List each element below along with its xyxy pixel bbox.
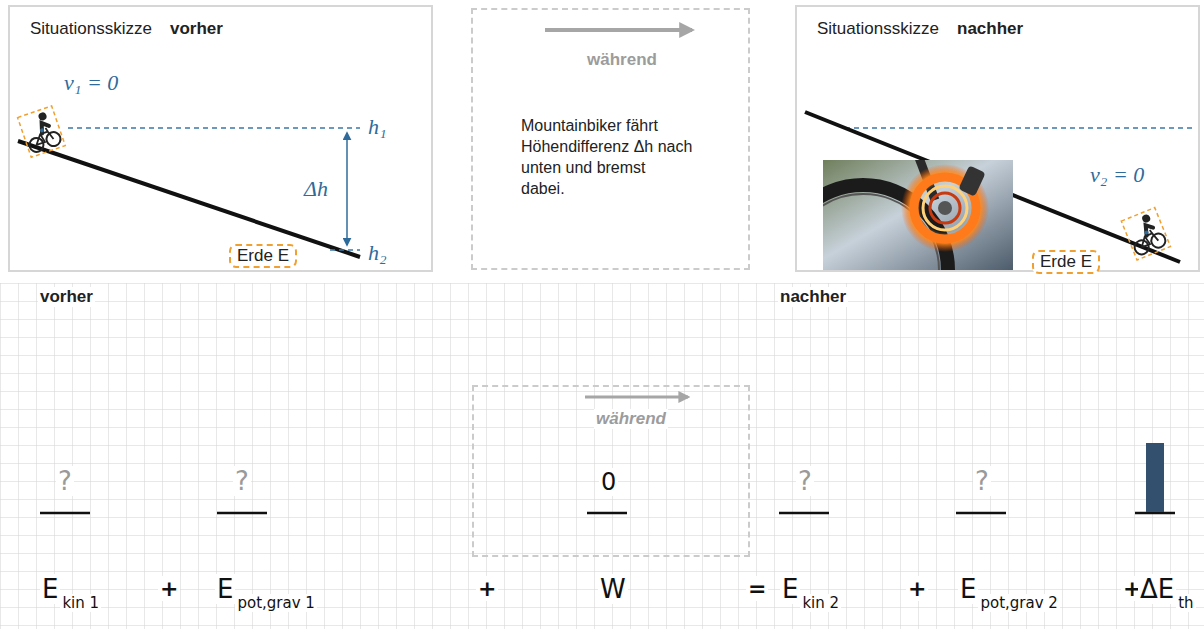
height-line — [68, 127, 360, 129]
energy-subscript: th — [1176, 594, 1195, 612]
plus-sign: + — [906, 576, 928, 601]
panel-heading: Situationsskizze — [817, 19, 939, 39]
process-heading: während — [594, 409, 668, 429]
height-label: h₁ — [368, 114, 387, 140]
equals-sign: = — [746, 576, 768, 601]
unknown-value: ? — [796, 466, 814, 496]
process-arrow — [545, 28, 692, 32]
panel-heading: Situationsskizze — [30, 19, 152, 39]
grid-paper — [0, 283, 1204, 629]
plus-sign: + — [476, 576, 498, 601]
column-heading: vorher — [38, 287, 95, 307]
energy-subscript: pot,grav 1 — [235, 594, 316, 612]
answer-lines — [40, 512, 1175, 515]
work-symbol: W — [598, 574, 628, 604]
energy-subscript: kin 2 — [800, 594, 841, 612]
process-description: Mountainbiker fährt Höhendifferenz Δh na… — [521, 115, 693, 199]
unknown-value: ? — [233, 466, 251, 496]
height-label: h₂ — [368, 240, 387, 266]
unknown-value: ? — [973, 466, 991, 496]
height-line — [330, 249, 360, 251]
cyclist-icon — [1121, 208, 1170, 260]
energy-subscript: kin 1 — [60, 594, 101, 612]
panel-heading: vorher — [170, 19, 223, 39]
brake-photo — [823, 160, 1013, 270]
height-line — [845, 127, 1195, 129]
slope-line — [18, 141, 360, 257]
energy-symbol: E — [780, 574, 800, 604]
process-arrow — [585, 396, 688, 399]
energy-bar — [1146, 443, 1164, 512]
process-panel: währendMountainbiker fährt Höhendifferen… — [471, 8, 750, 270]
unknown-value: ? — [56, 466, 74, 496]
system-label: Erde E — [1040, 252, 1092, 272]
velocity-label: v₁ = 0 — [64, 70, 118, 96]
situation-panel: Situationsskizze nachherErde E — [795, 5, 1200, 272]
energy-symbol: E — [40, 574, 60, 604]
height-arrow — [346, 133, 348, 245]
system-label: Erde E — [237, 246, 289, 266]
cyclist-icon — [18, 106, 66, 157]
velocity-label: v₂ = 0 — [1090, 162, 1144, 188]
column-heading: nachher — [778, 287, 848, 307]
energy-symbol: E — [215, 574, 235, 604]
plus-sign: + — [158, 576, 180, 601]
energy-subscript: pot,grav 2 — [978, 594, 1059, 612]
panel-heading: nachher — [957, 19, 1023, 39]
system-boundary: Erde E — [229, 244, 297, 268]
energy-symbol: ΔE — [1138, 574, 1176, 604]
height-difference-label: Δh — [304, 176, 328, 202]
work-value: 0 — [599, 468, 618, 496]
process-heading: während — [587, 50, 657, 70]
energy-symbol: E — [958, 574, 978, 604]
system-boundary: Erde E — [1032, 250, 1100, 274]
